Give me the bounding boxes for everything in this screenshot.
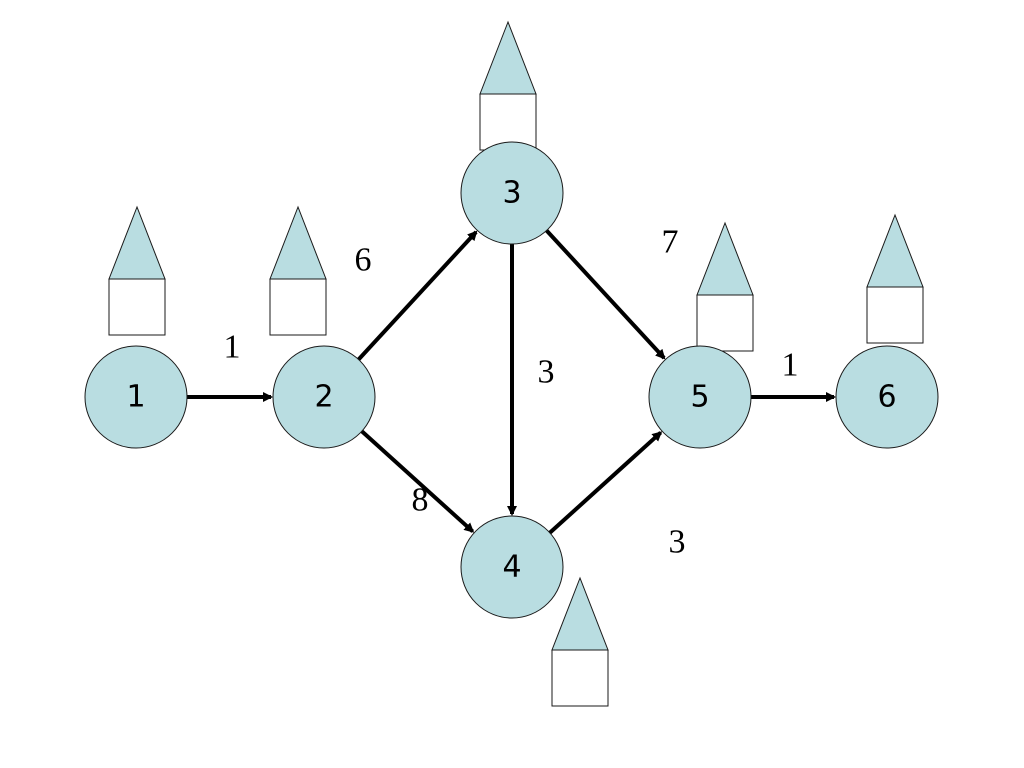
edge-2-3-weight: 6 xyxy=(355,242,372,279)
node-2-marker-box xyxy=(269,278,327,336)
node-5-label: 5 xyxy=(690,380,709,415)
node-3-marker xyxy=(479,20,537,151)
node-6-circle xyxy=(835,345,939,449)
node-6: 6 xyxy=(835,345,939,449)
node-6-marker-triangle xyxy=(866,213,924,288)
node-2-circle xyxy=(272,345,376,449)
node-6-marker-box xyxy=(866,286,924,344)
edge-3-5-weight: 7 xyxy=(662,224,679,261)
edge-labels-layer: 1 6 8 3 7 3 1 xyxy=(224,224,799,561)
nodes-layer: 1 2 3 4 5 6 xyxy=(84,141,939,619)
node-3-marker-triangle xyxy=(479,20,537,95)
node-1: 1 xyxy=(84,345,188,449)
node-2-label: 2 xyxy=(314,380,333,415)
node-1-marker-triangle xyxy=(108,205,166,280)
node-4-circle xyxy=(460,515,564,619)
markers-layer xyxy=(108,20,924,707)
node-5-marker-triangle xyxy=(696,221,754,296)
edges-layer xyxy=(187,229,836,535)
node-1-marker xyxy=(108,205,166,336)
node-2-marker-triangle xyxy=(269,205,327,280)
edge-3-4-weight: 3 xyxy=(538,354,555,391)
node-3-label: 3 xyxy=(502,176,521,211)
node-1-marker-box xyxy=(108,278,166,336)
edge-2-4-weight: 8 xyxy=(412,482,429,519)
node-4-label: 4 xyxy=(502,550,521,585)
edge-5-6-weight: 1 xyxy=(782,347,799,384)
edge-2-4 xyxy=(360,429,475,533)
node-5-circle xyxy=(648,345,752,449)
node-5-marker-box xyxy=(696,294,754,352)
node-4-marker-box xyxy=(551,649,609,707)
node-3-marker-box xyxy=(479,93,537,151)
node-2: 2 xyxy=(272,345,376,449)
node-4-marker-triangle xyxy=(551,576,609,651)
node-6-marker xyxy=(866,213,924,344)
node-1-label: 1 xyxy=(126,380,145,415)
edge-1-2-weight: 1 xyxy=(224,329,241,366)
node-5-marker xyxy=(696,221,754,352)
node-1-circle xyxy=(84,345,188,449)
edge-2-3 xyxy=(357,230,478,361)
node-3: 3 xyxy=(460,141,564,245)
node-6-label: 6 xyxy=(877,380,896,415)
edge-3-5 xyxy=(545,229,666,360)
edge-4-5 xyxy=(548,431,663,535)
edge-4-5-weight: 3 xyxy=(669,524,686,561)
node-4-marker xyxy=(551,576,609,707)
node-3-circle xyxy=(460,141,564,245)
node-4: 4 xyxy=(460,515,564,619)
node-5: 5 xyxy=(648,345,752,449)
node-2-marker xyxy=(269,205,327,336)
